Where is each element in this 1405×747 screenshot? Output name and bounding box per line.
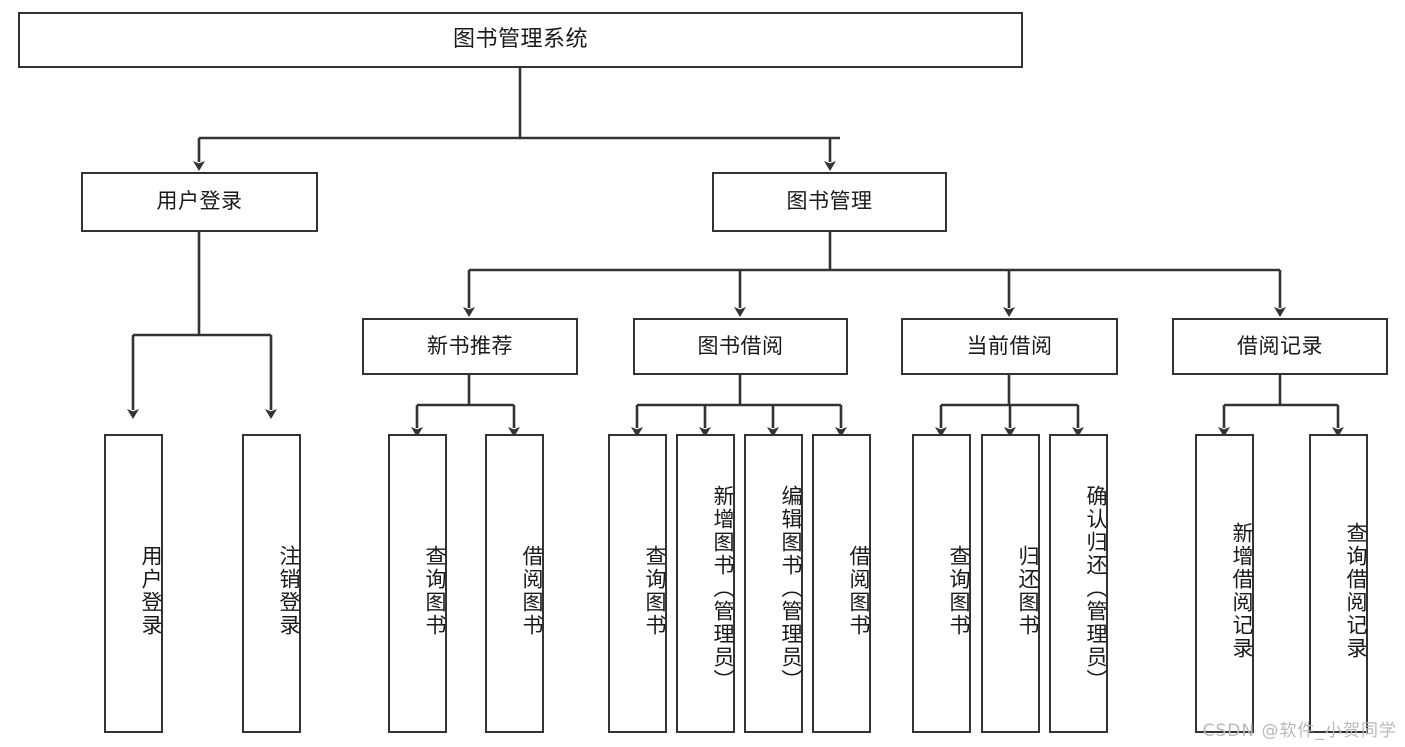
- node-label: 查询图书: [423, 544, 447, 637]
- node-label: 借阅图书: [847, 544, 871, 637]
- node-label: 图书管理: [786, 189, 873, 214]
- node-label: 借阅图书: [520, 544, 544, 637]
- node-label: 借阅记录: [1237, 333, 1323, 358]
- node-book-management[interactable]: 图书管理: [712, 172, 947, 232]
- node-label: 注销登录: [277, 544, 301, 637]
- leaf-confirm-return-admin[interactable]: 确认归还（管理员）: [1049, 434, 1108, 733]
- node-new-book-recommendation[interactable]: 新书推荐: [362, 318, 578, 375]
- node-user-login[interactable]: 用户登录: [81, 172, 318, 232]
- node-book-borrowing[interactable]: 图书借阅: [633, 318, 848, 375]
- node-label: 新增图书（管理员）: [711, 485, 735, 692]
- leaf-return-book[interactable]: 归还图书: [981, 434, 1040, 733]
- leaf-add-book-admin[interactable]: 新增图书（管理员）: [676, 434, 735, 733]
- node-label: 当前借阅: [966, 333, 1053, 358]
- node-label: 查询借阅记录: [1344, 521, 1368, 660]
- node-current-borrowing[interactable]: 当前借阅: [901, 318, 1118, 375]
- leaf-query-book-borrowing[interactable]: 查询图书: [608, 434, 667, 733]
- node-label: 归还图书: [1016, 544, 1040, 637]
- leaf-query-book-newbook[interactable]: 查询图书: [388, 434, 447, 733]
- watermark: CSDN @软件_小贺同学: [1202, 721, 1397, 741]
- node-borrowing-record[interactable]: 借阅记录: [1172, 318, 1388, 375]
- leaf-edit-book-admin[interactable]: 编辑图书（管理员）: [744, 434, 803, 733]
- node-label: 图书管理系统: [452, 26, 588, 52]
- node-label: 用户登录: [156, 189, 243, 214]
- node-root-book-management-system[interactable]: 图书管理系统: [18, 12, 1023, 68]
- leaf-query-book-current[interactable]: 查询图书: [912, 434, 971, 733]
- node-label: 新增借阅记录: [1230, 521, 1254, 660]
- leaf-add-borrow-record[interactable]: 新增借阅记录: [1195, 434, 1254, 733]
- node-label: 图书借阅: [697, 333, 784, 358]
- node-label: 编辑图书（管理员）: [779, 485, 803, 692]
- leaf-user-login[interactable]: 用户登录: [104, 434, 163, 733]
- node-label: 用户登录: [139, 544, 163, 637]
- node-label: 确认归还（管理员）: [1084, 485, 1108, 692]
- leaf-query-borrow-record[interactable]: 查询借阅记录: [1309, 434, 1368, 733]
- node-label: 查询图书: [947, 544, 971, 637]
- leaf-borrow-book-newbook[interactable]: 借阅图书: [485, 434, 544, 733]
- leaf-borrow-book-borrowing[interactable]: 借阅图书: [812, 434, 871, 733]
- node-label: 查询图书: [643, 544, 667, 637]
- leaf-logout[interactable]: 注销登录: [242, 434, 301, 733]
- node-label: 新书推荐: [427, 333, 513, 358]
